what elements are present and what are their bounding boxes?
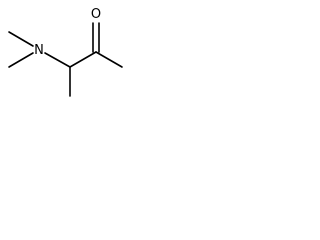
- atom-label-nitrogen: N: [34, 43, 44, 58]
- atom-label-oxygen: O: [91, 7, 101, 22]
- bond-n-alpha-carbon: [44, 52, 71, 68]
- bond-n-methyl-lower: [8, 52, 34, 68]
- bond-alpha-carbonyl-carbon: [69, 51, 97, 68]
- bond-n-methyl-upper: [8, 31, 34, 47]
- bond-carbonyl-methyl: [95, 51, 123, 68]
- chemical-structure-diagram: N O: [8, 7, 123, 97]
